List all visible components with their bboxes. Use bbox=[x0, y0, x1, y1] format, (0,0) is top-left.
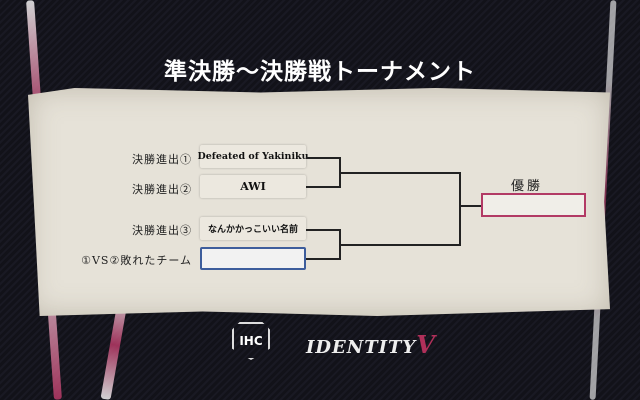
bracket-line bbox=[306, 157, 340, 159]
identity-logo-text: IDENTITY bbox=[306, 337, 417, 358]
team-slot-4 bbox=[200, 247, 306, 270]
bracket-line bbox=[340, 172, 461, 174]
ihc-logo: IHC bbox=[232, 322, 270, 360]
slot-label: ①VS②敗れたチーム bbox=[81, 254, 192, 267]
page-title: 準決勝～決勝戦トーナメント bbox=[164, 59, 476, 85]
identity-logo-mark: V bbox=[416, 330, 436, 359]
bracket-line bbox=[460, 205, 481, 207]
slot-label: 決勝進出③ bbox=[132, 224, 192, 237]
slot-label: 決勝進出② bbox=[132, 183, 192, 196]
team-slot-2: AWI bbox=[200, 175, 306, 198]
bracket-line bbox=[306, 229, 340, 231]
team-slot-3: なんかかっこいい名前 bbox=[200, 217, 306, 240]
champion-slot bbox=[481, 193, 586, 217]
bracket-line bbox=[340, 244, 461, 246]
bracket-line bbox=[459, 172, 461, 246]
champion-label: 優勝 bbox=[511, 179, 544, 194]
team-slot-1: Defeated of Yakiniku bbox=[197, 145, 309, 168]
slot-label: 決勝進出① bbox=[132, 153, 192, 166]
bracket-line bbox=[306, 258, 340, 260]
bracket-line bbox=[306, 186, 340, 188]
identity-v-logo: IDENTITYV bbox=[306, 330, 436, 359]
